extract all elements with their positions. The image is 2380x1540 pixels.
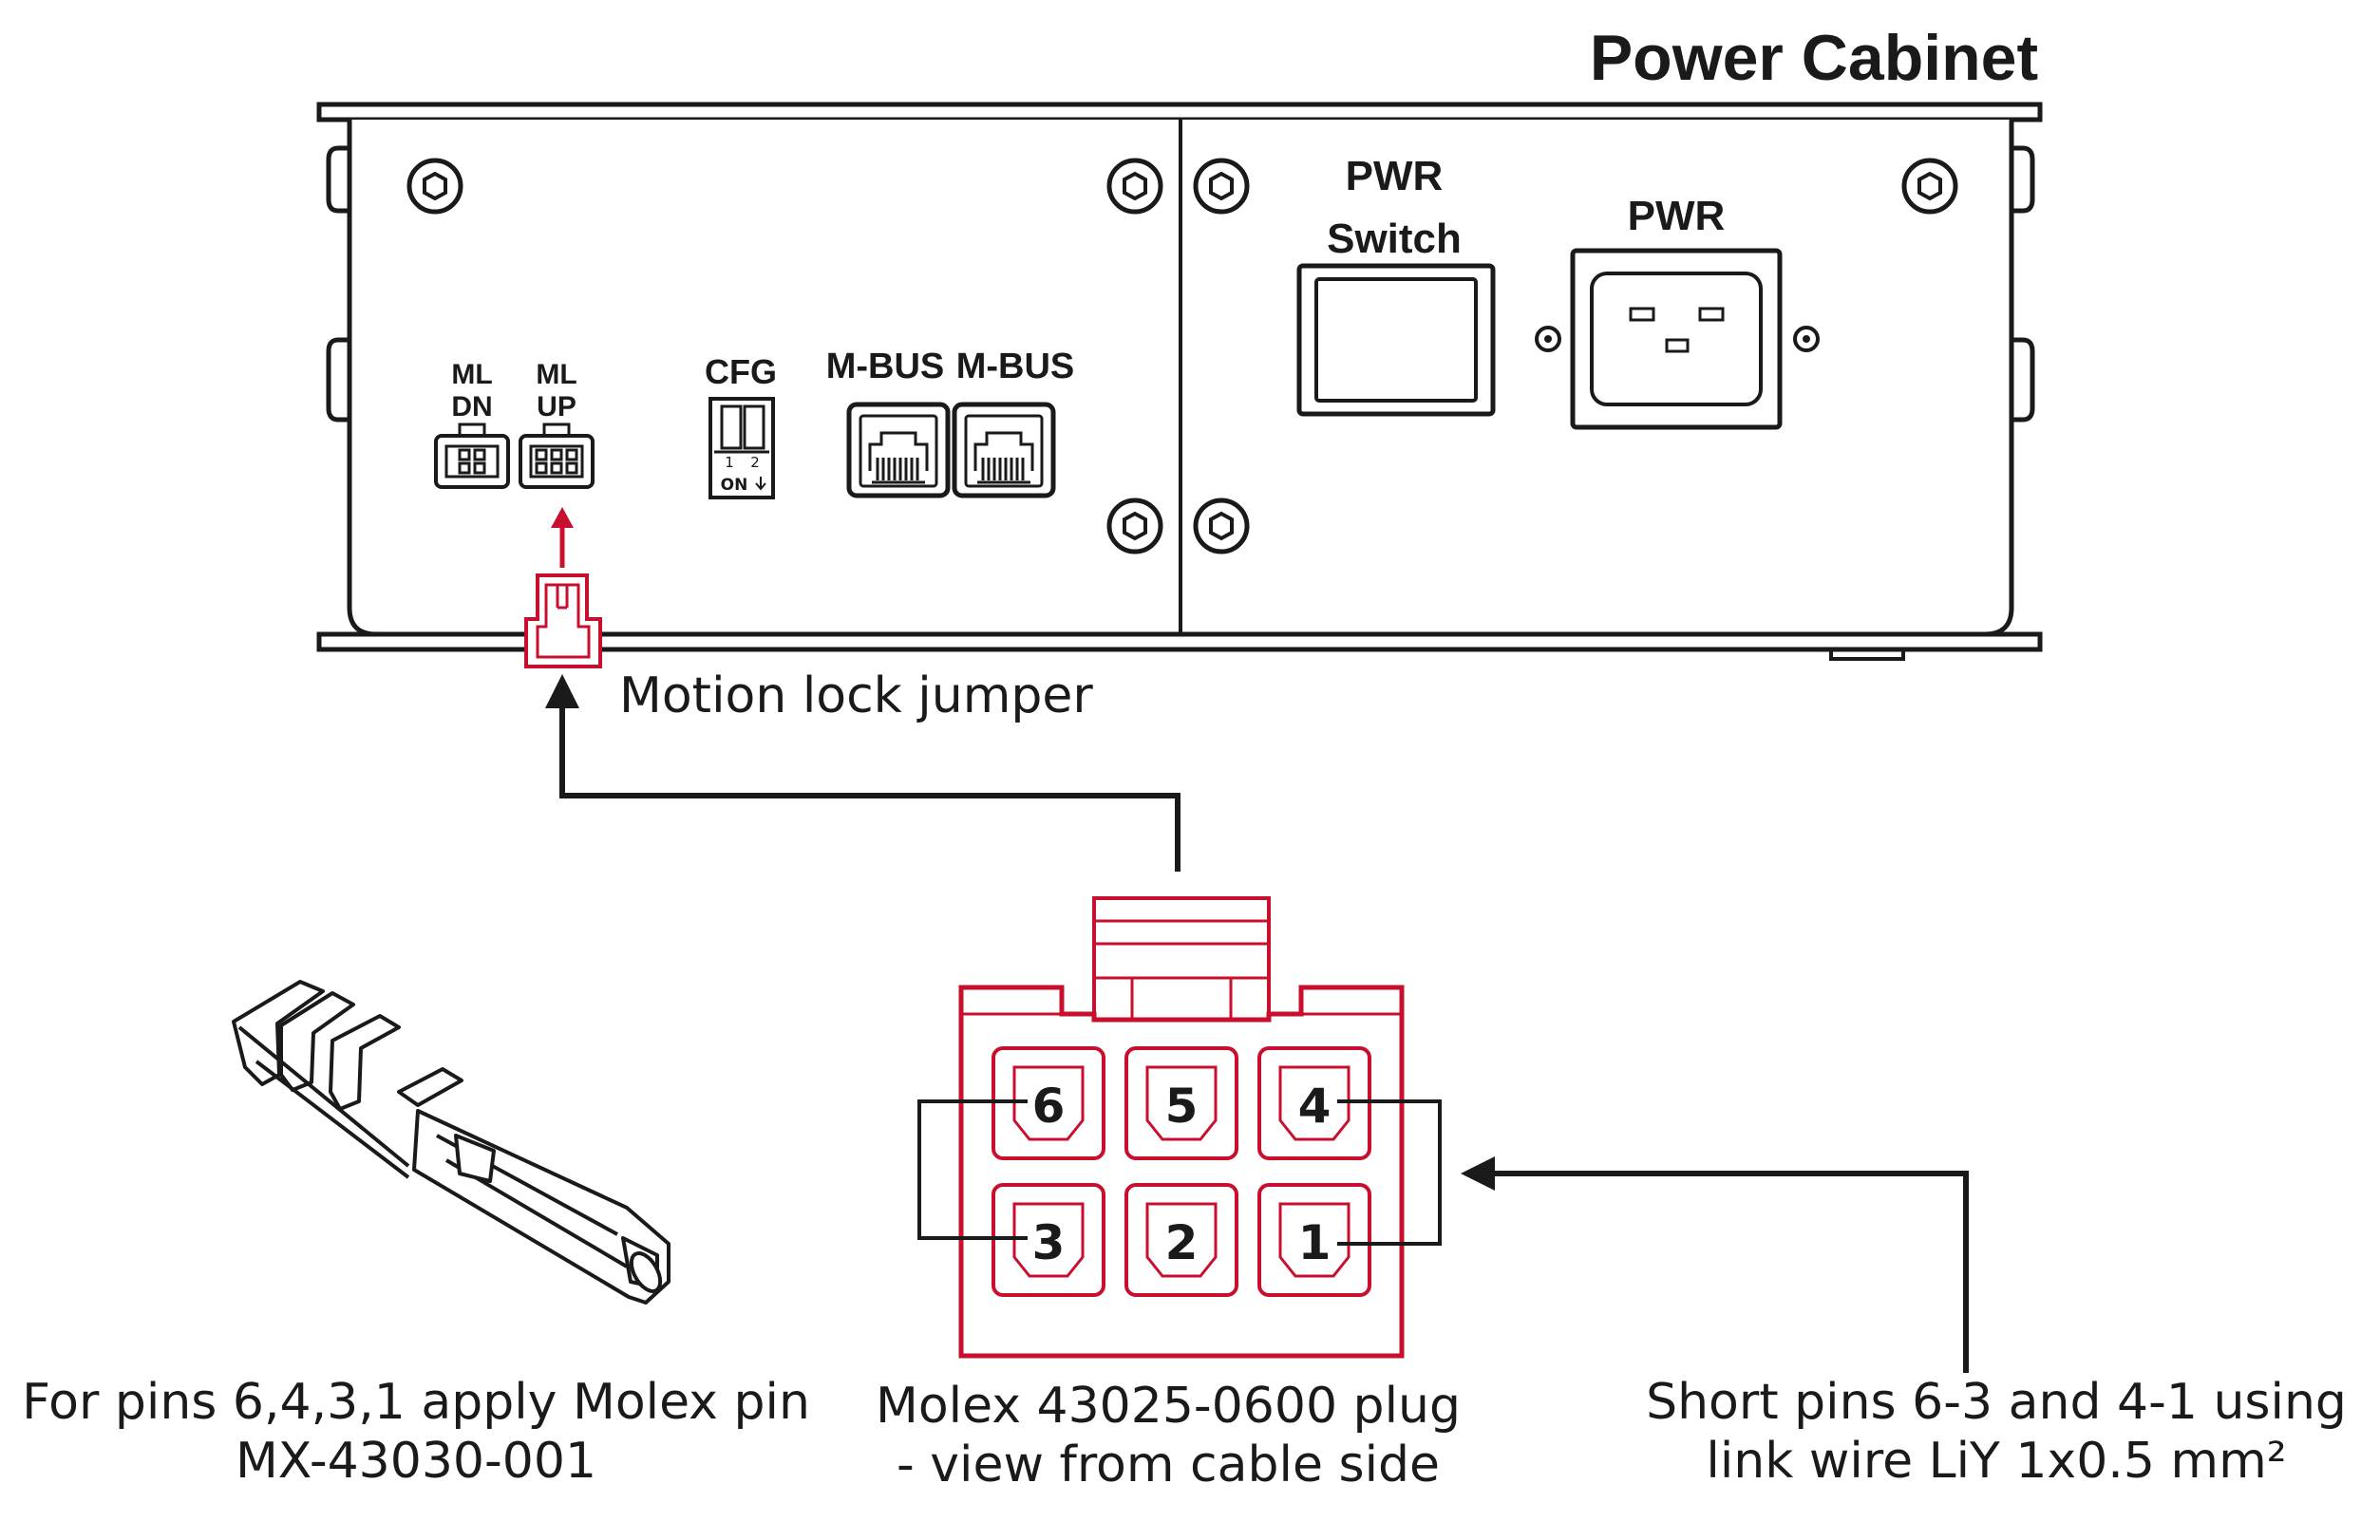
page-title: Power Cabinet [1590,22,2038,94]
caption-short-line-1: Short pins 6-3 and 4-1 using [1646,1374,2347,1431]
cfg-label: CFG [705,352,777,391]
dip-number-1: 1 [725,454,734,471]
caption-short: Short pins 6-3 and 4-1 using link wire L… [1646,1374,2347,1490]
jumper-connector-line [545,674,1181,872]
motion-lock-jumper [524,507,602,668]
caption-pin-line-2: MX-43030-001 [236,1433,596,1490]
caption-short-line-2: link wire LiY 1x0.5 mm² [1706,1433,2286,1490]
pin-number: 2 [1165,1215,1199,1270]
mbus-port-2: M-BUS [954,347,1074,496]
ml-up-label-1: ML [536,359,576,390]
ml-dn-connector: ML DN [434,359,510,489]
ml-dn-label-1: ML [451,359,492,390]
mbus-port-1: M-BUS [826,347,948,496]
ml-up-label-2: UP [537,391,576,423]
pwr-inlet-label: PWR [1628,193,1726,239]
pin-cavity-4: 4 [1257,1046,1371,1160]
mbus-label-1: M-BUS [826,347,945,386]
caption-pin-line-1: For pins 6,4,3,1 apply Molex pin [22,1374,810,1431]
caption-plug: Molex 43025-0600 plug - view from cable … [876,1378,1461,1493]
caption-plug-line-2: - view from cable side [897,1437,1440,1493]
mbus-label-2: M-BUS [956,347,1075,386]
pin-number: 4 [1298,1079,1332,1134]
power-inlet: PWR [1535,193,1820,430]
molex-plug [958,896,1405,1359]
power-switch: PWR Switch [1296,153,1496,417]
link-wire-4-1 [1337,1099,1442,1246]
cfg-dip-switch: CFG 1 2 ON [705,352,777,499]
short-pins-arrow [1461,1156,1969,1373]
dip-number-2: 2 [750,454,760,471]
pwr-switch-label-1: PWR [1346,153,1444,199]
ml-up-connector: ML UP [519,359,595,489]
caption-plug-line-1: Molex 43025-0600 plug [876,1378,1461,1435]
pin-cavity-2: 2 [1124,1183,1238,1297]
pin-cavity-1: 1 [1257,1183,1371,1297]
pin-number: 1 [1298,1215,1332,1270]
pin-number: 5 [1165,1079,1199,1134]
caption-pin: For pins 6,4,3,1 apply Molex pin MX-4303… [22,1374,810,1490]
pin-cavity-6: 6 [992,1046,1105,1160]
pin-number: 3 [1032,1215,1066,1270]
ml-dn-label-2: DN [451,391,492,423]
pin-number: 6 [1032,1079,1066,1134]
crimp-pin-illustration [232,980,671,1305]
link-wire-6-3 [917,1099,1028,1240]
dip-on-label: ON [721,476,748,495]
pin-cavity-3: 3 [992,1183,1105,1297]
pwr-switch-label-2: Switch [1327,216,1462,262]
jumper-label: Motion lock jumper [619,667,1093,724]
pin-cavity-5: 5 [1124,1046,1238,1160]
